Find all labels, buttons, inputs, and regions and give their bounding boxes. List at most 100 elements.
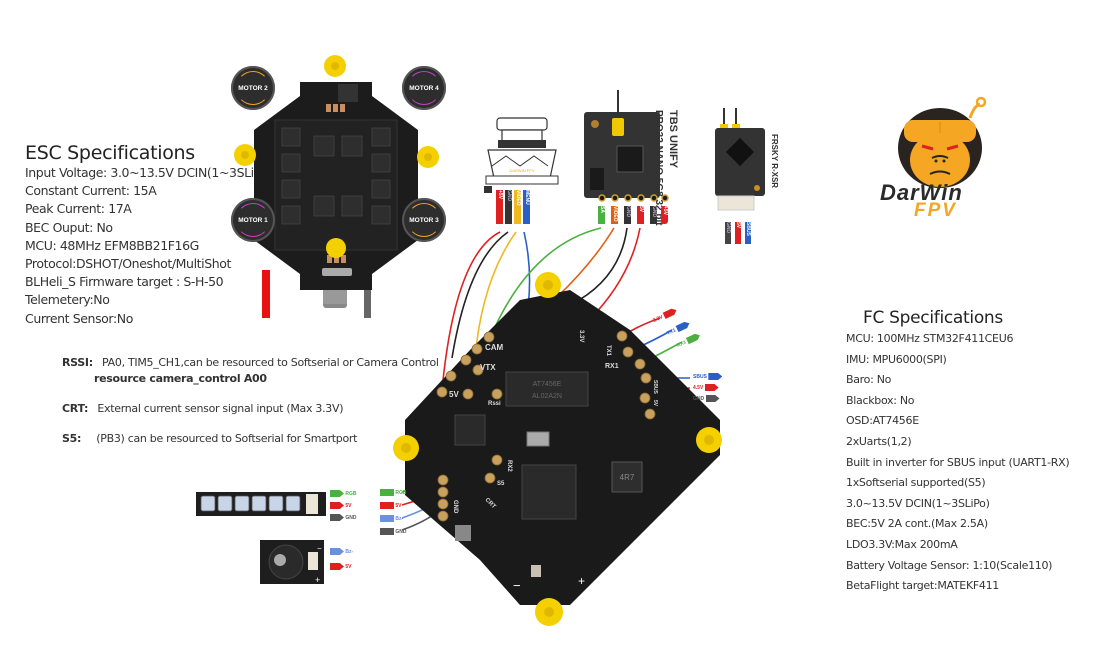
esc-spec-line: Protocol:DSHOT/Oneshot/MultiShot	[25, 256, 232, 272]
esc-spec-line: Constant Current: 15A	[25, 183, 157, 199]
motor-4-badge: MOTOR 4	[402, 66, 446, 110]
arrow-label-gnd: GND	[693, 395, 720, 402]
pad-label-vtx: VTX	[480, 363, 496, 372]
svg-text:−: −	[513, 578, 521, 593]
board-wire-5v: 5V	[380, 502, 402, 509]
led-strip	[196, 492, 326, 516]
receiver-wire-gnd: GND	[725, 222, 731, 244]
buzzer-wire-5v: 5V	[330, 563, 352, 570]
fc-spec-line: Baro: No	[846, 373, 892, 387]
wire-vtx-sa	[489, 227, 602, 339]
buzzer-wire-label: Bz-	[345, 548, 354, 555]
board-wire-bz: Bz-	[380, 515, 403, 522]
crt-label: CRT:	[62, 402, 89, 415]
camera-wire-menu: MENU	[523, 190, 530, 224]
arrow-icon	[708, 373, 723, 380]
motor-3-badge: MOTOR 3	[402, 198, 446, 242]
rotation-arrow-icon	[407, 71, 441, 105]
receiver-wire-5v: 5V	[735, 222, 741, 244]
esc-spec-line: Current Sensor:No	[25, 310, 133, 326]
svg-text:AT7456E: AT7456E	[533, 381, 562, 388]
esc-spec-list: Input Voltage: 3.0~13.5V DCIN(1~3SLiPo) …	[25, 164, 273, 328]
board-wire-rgb: RGB	[380, 489, 407, 496]
rssi-note: RSSI: PA0, TIM5_CH1,can be resourced to …	[62, 356, 439, 369]
arrow-label-4v5: 4.5V	[693, 384, 719, 391]
led-wire-label: RGB	[345, 490, 357, 497]
arrow-icon	[704, 384, 719, 391]
fc-spec-line: Blackbox: No	[846, 393, 915, 407]
connector-icon	[380, 489, 394, 496]
esc-board	[234, 55, 439, 318]
motor-2-badge: MOTOR 2	[231, 66, 275, 110]
pad-label-rssi: Rssi	[488, 401, 501, 407]
crystal-icon	[526, 431, 550, 447]
vtx-wire-gnd-2: GND	[650, 206, 657, 224]
esc-spec-title: ESC Specifications	[25, 142, 195, 164]
led-wire-gnd: GND	[330, 514, 357, 521]
pad-label-cam: CAM	[485, 343, 504, 352]
logo-text-darwin: DarWin	[880, 180, 963, 205]
crt-text: External current sensor signal input (Ma…	[97, 402, 344, 415]
vtx-wire-5v: 5V	[637, 206, 644, 224]
camera-illustration: DARWIN FPV	[484, 117, 559, 193]
inductor-icon	[611, 461, 643, 493]
buzzer-minus: −	[317, 544, 322, 553]
wire-camera-video	[474, 231, 517, 359]
rssi-text: PA0, TIM5_CH1,can be resourced to Softse…	[102, 356, 439, 369]
solder-pads	[436, 330, 656, 522]
esc-standoffs	[234, 55, 439, 258]
antenna-connector-icon	[612, 118, 624, 136]
pad-label-rx2: RX2	[506, 460, 512, 472]
osd-chip-icon	[505, 371, 589, 407]
svg-text:4R7: 4R7	[620, 473, 635, 482]
rotation-arrow-icon	[236, 71, 270, 105]
esc-spec-line: MCU: 48MHz EFM8BB21F16G	[25, 237, 199, 253]
camera-wire-gnd: GND	[505, 190, 512, 224]
board-wire-label: GND	[395, 528, 407, 535]
crt-note: CRT: External current sensor signal inpu…	[62, 402, 344, 415]
pad-label-3v3: 3.3V	[578, 330, 584, 342]
rssi-note-line2: resource camera_control A00	[94, 372, 267, 385]
board-wire-gnd: GND	[380, 528, 407, 535]
fc-spec-line: LDO3.3V:Max 200mA	[846, 537, 958, 551]
pad-label-s5: S5	[497, 481, 505, 487]
camera-wire-5v: +5V	[496, 190, 503, 224]
fc-spec-list: MCU: 100MHz STM32F411CEU6 IMU: MPU6000(S…	[846, 329, 1070, 597]
buzzer-wire-label: 5V	[345, 563, 352, 570]
receiver-name: FRSKY R-XSR	[770, 134, 779, 188]
pad-label-tx1: TX1	[605, 345, 611, 357]
usb-port-icon	[322, 268, 352, 276]
logo-text-fpv: FPV	[914, 200, 957, 221]
connector-icon	[380, 515, 394, 522]
esc-power-wire-negative	[364, 270, 371, 318]
arrow-icon	[330, 490, 344, 497]
wire-camera-5v	[441, 231, 501, 391]
board-wire-label: Bz-	[395, 515, 404, 522]
board-wire-label: RGB	[395, 489, 407, 496]
fc-spec-title: FC Specifications	[863, 308, 1003, 328]
esc-spec-line: Peak Current: 17A	[25, 201, 132, 217]
arrow-icon	[330, 563, 344, 570]
standoff-icon	[326, 238, 346, 258]
esc-spec-line: Input Voltage: 3.0~13.5V DCIN(1~3SLiPo)	[25, 165, 273, 180]
esc-spec-line: BEC Ouput: No	[25, 219, 113, 235]
camera-brand: DARWIN FPV	[509, 168, 534, 173]
s5-note: S5: (PB3) can be resourced to Softserial…	[62, 432, 357, 445]
pad-label-sbus: SBUS	[652, 380, 658, 395]
buzzer-module	[260, 540, 324, 584]
esc-spec-line: BLHeli_S Firmware target : S-H-50	[25, 274, 224, 290]
flight-controller-board: AT7456E AL02A2N 4R7 − +	[393, 272, 722, 626]
fc-spec-line: Built in inverter for SBUS input (UART1-…	[846, 455, 1070, 469]
vtx-wire-sa: SA	[598, 206, 605, 224]
buzzer-plus: +	[315, 575, 320, 585]
vtx-board	[584, 90, 669, 202]
monkey-logo-icon	[898, 96, 987, 188]
rotation-arrow-icon	[407, 203, 441, 237]
fc-spec-line: IMU: MPU6000(SPI)	[846, 352, 947, 366]
fc-spec-line: 3.0~13.5V DCIN(1~3SLiPo)	[846, 496, 990, 510]
vtx-wire-video: VIDEO	[611, 206, 618, 224]
arrow-text: 4.5V	[693, 384, 704, 391]
pad-label-rx1: RX1	[605, 363, 619, 370]
wire-camera-gnd	[451, 231, 509, 359]
